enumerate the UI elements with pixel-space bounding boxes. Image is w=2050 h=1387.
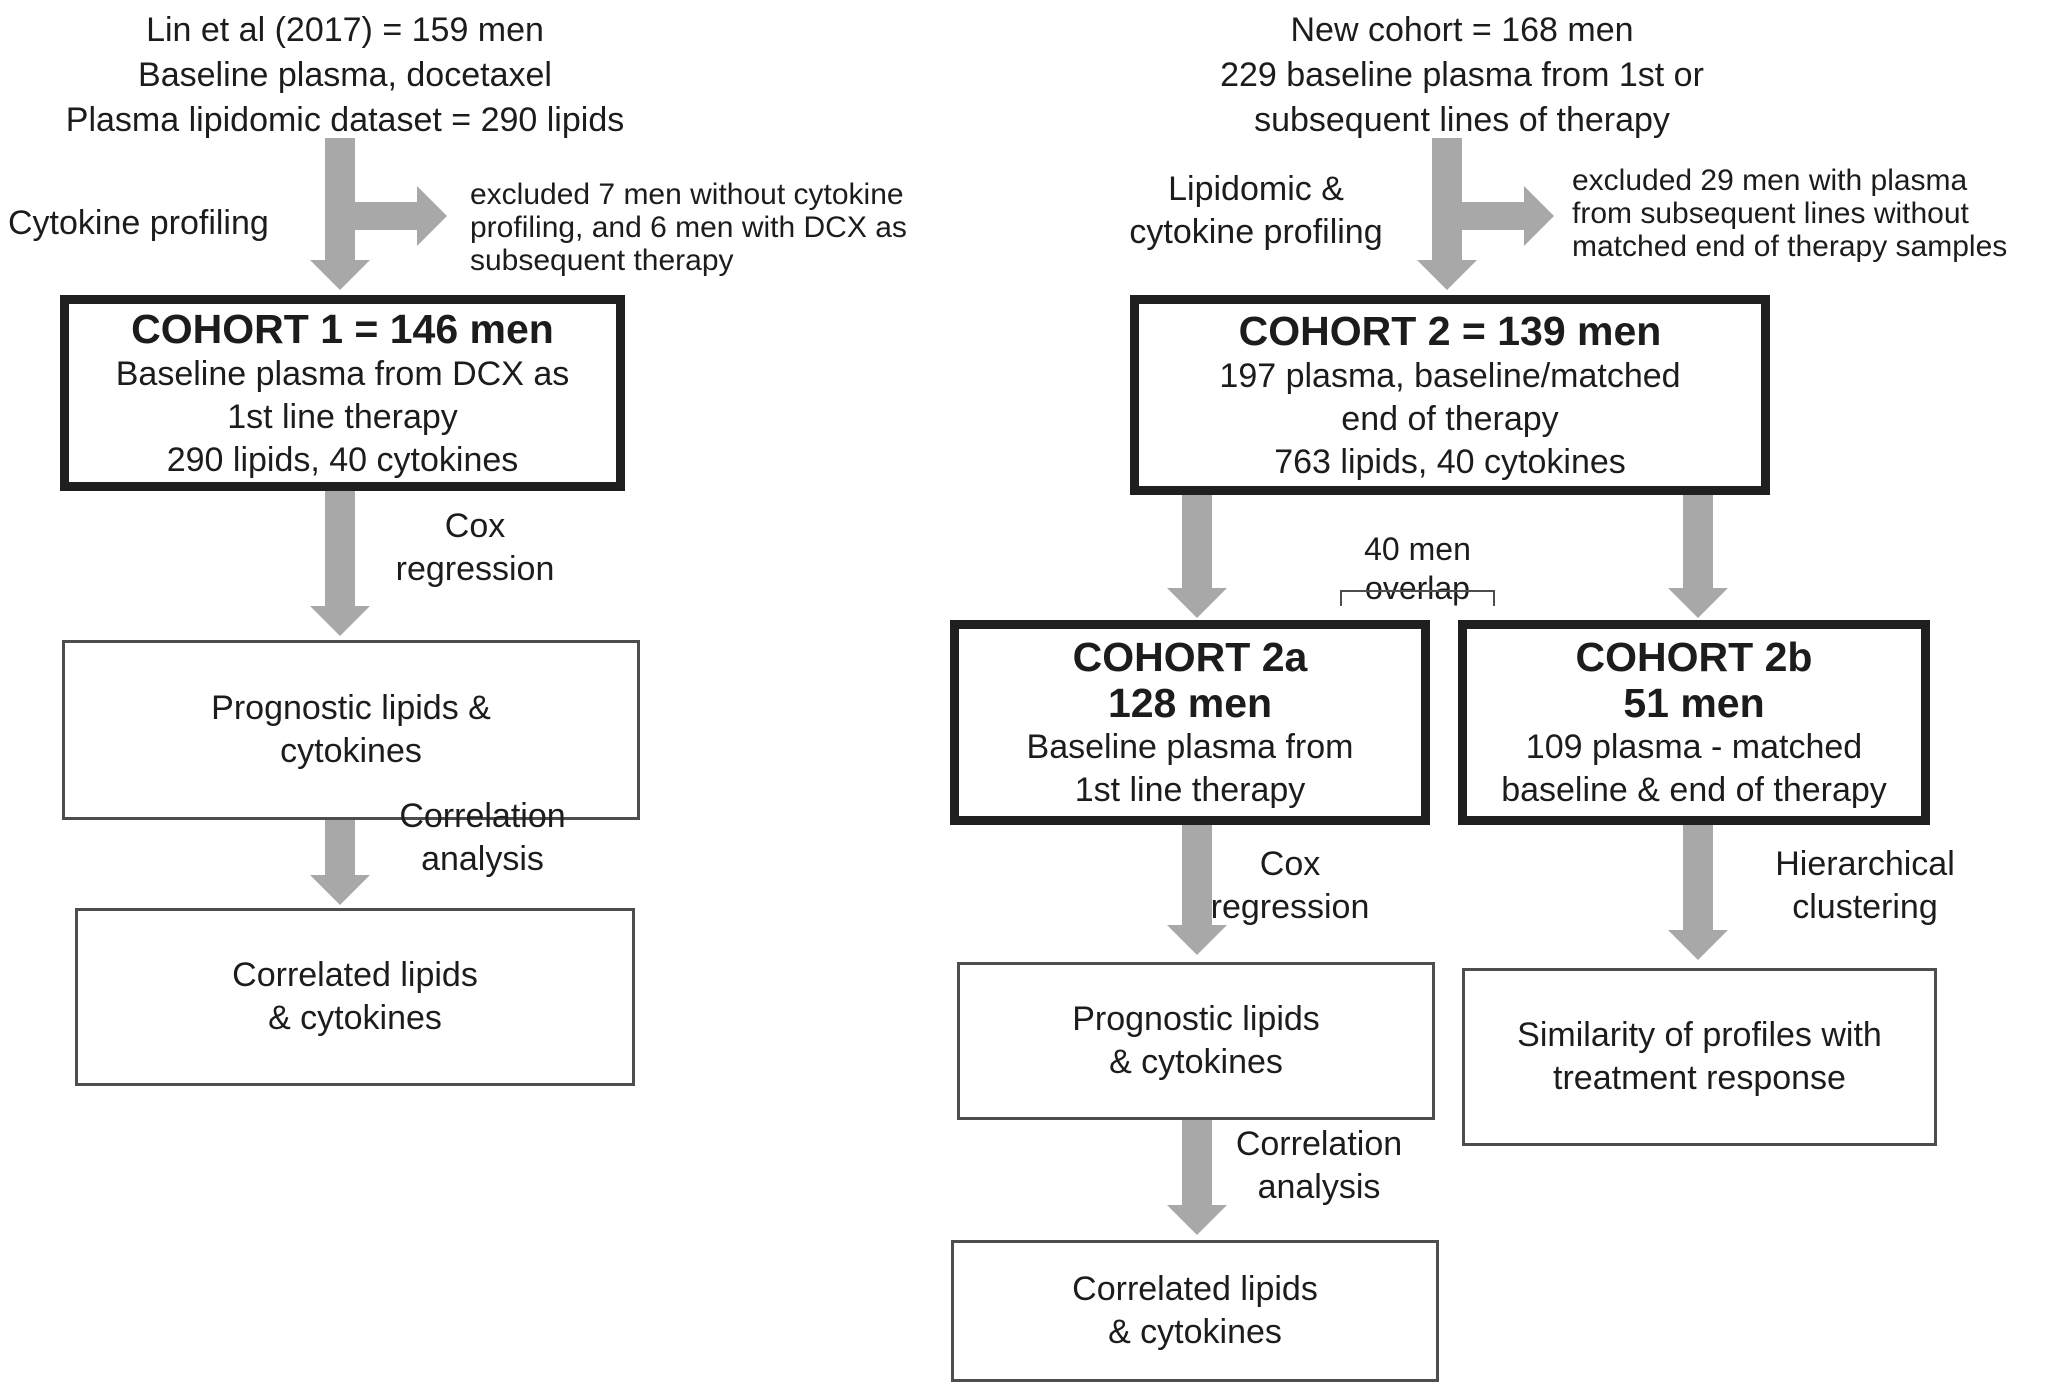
right-branch-arrow-head bbox=[1524, 186, 1554, 246]
left-cox-arrow-shaft bbox=[325, 491, 355, 606]
left-excluded-line: excluded 7 men without cytokine bbox=[470, 178, 904, 211]
left-prognostic-line: cytokines bbox=[280, 732, 422, 770]
cohort2a-subtitle: 128 men bbox=[1107, 679, 1273, 726]
mid-prognostic-line: & cytokines bbox=[1109, 1043, 1283, 1081]
left-prognostic-box: Prognostic lipids & cytokines bbox=[62, 640, 640, 820]
mid-cox-label: Cox regression bbox=[1185, 843, 1395, 929]
left-top-arrow-head bbox=[310, 260, 370, 290]
right-top-arrow-shaft bbox=[1432, 138, 1462, 260]
cohort1-line: 290 lipids, 40 cytokines bbox=[166, 440, 519, 479]
cohort2b-line: 109 plasma - matched bbox=[1525, 727, 1863, 766]
left-correlation-label-line: analysis bbox=[421, 840, 544, 878]
cohort2a-box: COHORT 2a 128 men Baseline plasma from 1… bbox=[950, 620, 1430, 825]
right-profiling-label-line: Lipidomic & bbox=[1168, 170, 1344, 208]
left-cox-label-line: Cox bbox=[444, 507, 506, 545]
left-cox-arrow-head bbox=[310, 606, 370, 636]
clustering-label-line: Hierarchical bbox=[1775, 845, 1955, 883]
cohort2a-arrow-shaft bbox=[1182, 495, 1212, 588]
left-excluded-line: subsequent therapy bbox=[470, 244, 734, 277]
mid-correlated-line: & cytokines bbox=[1108, 1313, 1282, 1351]
clustering-label: Hierarchical clustering bbox=[1750, 843, 1980, 929]
mid-correlation-label: Correlation analysis bbox=[1213, 1123, 1425, 1209]
overlap-label-line: 40 men bbox=[1364, 531, 1471, 567]
left-top-arrow-shaft bbox=[325, 138, 355, 260]
cohort2a-line: Baseline plasma from bbox=[1026, 727, 1354, 766]
left-correlation-arrow-shaft bbox=[325, 820, 355, 875]
left-source-text: Lin et al (2017) = 159 men Baseline plas… bbox=[20, 8, 670, 143]
left-correlation-label: Correlation analysis bbox=[375, 795, 590, 881]
left-correlation-arrow-head bbox=[310, 875, 370, 905]
cohort2b-line: baseline & end of therapy bbox=[1501, 770, 1887, 809]
left-correlation-label-line: Correlation bbox=[399, 797, 566, 835]
cohort2b-arrow-head bbox=[1668, 588, 1728, 618]
right-profiling-label: Lipidomic & cytokine profiling bbox=[1110, 168, 1402, 254]
right-excluded-note: excluded 29 men with plasma from subsequ… bbox=[1572, 164, 2007, 263]
mid-prognostic-line: Prognostic lipids bbox=[1072, 1000, 1320, 1038]
right-branch-arrow-shaft bbox=[1447, 202, 1524, 230]
left-cox-label-line: regression bbox=[395, 550, 555, 588]
right-source-line: subsequent lines of therapy bbox=[1254, 101, 1670, 139]
similarity-line: Similarity of profiles with bbox=[1517, 1016, 1882, 1054]
left-branch-arrow-head bbox=[417, 186, 447, 246]
cohort2b-title: COHORT 2b bbox=[1575, 633, 1813, 680]
right-excluded-line: matched end of therapy samples bbox=[1572, 230, 2008, 263]
cohort2a-arrow-head bbox=[1167, 588, 1227, 618]
mid-correlation-label-line: Correlation bbox=[1235, 1125, 1403, 1163]
clustering-arrow-head bbox=[1668, 930, 1728, 960]
left-source-line: Lin et al (2017) = 159 men bbox=[146, 11, 544, 49]
right-profiling-label-line: cytokine profiling bbox=[1129, 213, 1383, 251]
similarity-line: treatment response bbox=[1553, 1059, 1846, 1097]
overlap-bracket bbox=[1340, 590, 1495, 606]
cohort2a-title: COHORT 2a bbox=[1072, 633, 1308, 680]
mid-cox-label-line: Cox bbox=[1259, 845, 1321, 883]
mid-prognostic-box: Prognostic lipids & cytokines bbox=[957, 962, 1435, 1120]
left-excluded-note: excluded 7 men without cytokine profilin… bbox=[470, 178, 907, 277]
mid-correlated-line: Correlated lipids bbox=[1072, 1270, 1318, 1308]
right-top-arrow-head bbox=[1417, 260, 1477, 290]
cohort2-line: 763 lipids, 40 cytokines bbox=[1274, 442, 1626, 481]
cohort2a-line: 1st line therapy bbox=[1074, 770, 1306, 809]
right-source-text: New cohort = 168 men 229 baseline plasma… bbox=[1157, 8, 1767, 143]
cohort2-box: COHORT 2 = 139 men 197 plasma, baseline/… bbox=[1130, 295, 1770, 495]
mid-correlation-arrow-shaft bbox=[1182, 1120, 1212, 1205]
left-source-line: Baseline plasma, docetaxel bbox=[138, 56, 552, 94]
left-excluded-line: profiling, and 6 men with DCX as bbox=[470, 211, 907, 244]
right-source-line: New cohort = 168 men bbox=[1290, 11, 1634, 49]
mid-correlated-box: Correlated lipids & cytokines bbox=[951, 1240, 1439, 1382]
clustering-arrow-shaft bbox=[1683, 825, 1713, 930]
left-source-line: Plasma lipidomic dataset = 290 lipids bbox=[65, 101, 625, 139]
clustering-label-line: clustering bbox=[1792, 888, 1938, 926]
left-correlated-line: Correlated lipids bbox=[232, 956, 478, 994]
mid-cox-arrow-shaft bbox=[1182, 825, 1212, 925]
mid-cox-arrow-head bbox=[1167, 925, 1227, 955]
left-profiling-label: Cytokine profiling bbox=[8, 204, 269, 242]
cohort2-line: end of therapy bbox=[1341, 399, 1559, 438]
cohort2b-subtitle: 51 men bbox=[1623, 679, 1765, 726]
left-branch-arrow-shaft bbox=[340, 202, 417, 230]
cohort1-box: COHORT 1 = 146 men Baseline plasma from … bbox=[60, 295, 625, 491]
left-correlated-line: & cytokines bbox=[268, 999, 442, 1037]
cohort1-line: 1st line therapy bbox=[227, 397, 458, 436]
cohort2b-arrow-shaft bbox=[1683, 495, 1713, 588]
cohort1-line: Baseline plasma from DCX as bbox=[115, 354, 570, 393]
right-excluded-line: from subsequent lines without bbox=[1572, 197, 1969, 230]
cohort2b-box: COHORT 2b 51 men 109 plasma - matched ba… bbox=[1458, 620, 1930, 825]
left-prognostic-line: Prognostic lipids & bbox=[211, 689, 491, 727]
similarity-box: Similarity of profiles with treatment re… bbox=[1462, 968, 1937, 1146]
left-correlated-box: Correlated lipids & cytokines bbox=[75, 908, 635, 1086]
overlap-label: 40 men overlap bbox=[1325, 530, 1510, 608]
cohort2-line: 197 plasma, baseline/matched bbox=[1219, 356, 1681, 395]
cohort2-title: COHORT 2 = 139 men bbox=[1238, 307, 1662, 354]
left-cox-label: Cox regression bbox=[370, 505, 580, 591]
overlap-label-line: overlap bbox=[1365, 570, 1470, 606]
mid-correlation-arrow-head bbox=[1167, 1205, 1227, 1235]
mid-correlation-label-line: analysis bbox=[1257, 1168, 1381, 1206]
right-excluded-line: excluded 29 men with plasma bbox=[1572, 164, 1968, 197]
right-source-line: 229 baseline plasma from 1st or bbox=[1220, 56, 1704, 94]
cohort1-title: COHORT 1 = 146 men bbox=[131, 305, 554, 352]
mid-cox-label-line: regression bbox=[1210, 888, 1370, 926]
